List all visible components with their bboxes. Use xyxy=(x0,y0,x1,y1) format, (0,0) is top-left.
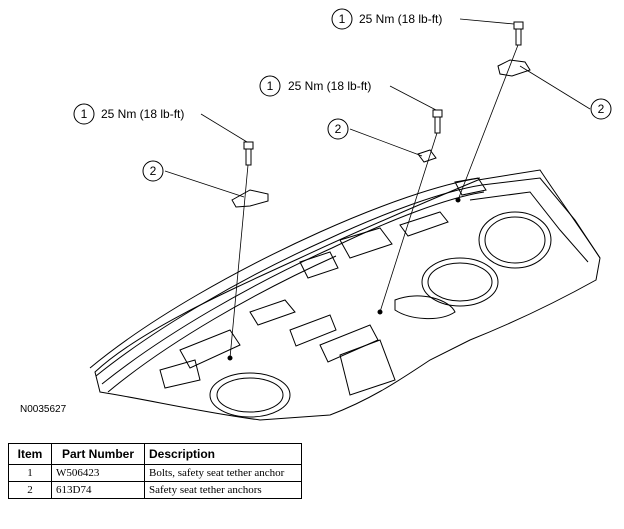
callout-number: 2 xyxy=(598,102,605,116)
callout-label: 25 Nm (18 lb-ft) xyxy=(359,12,442,26)
callout-2-left: 2 xyxy=(142,160,164,182)
header-part-number: Part Number xyxy=(51,443,145,465)
callout-number: 1 xyxy=(81,107,88,121)
callout-number: 1 xyxy=(267,79,274,93)
figure-id: N0035627 xyxy=(20,404,67,415)
cell-description: Bolts, safety seat tether anchor xyxy=(144,464,302,482)
callout-number: 2 xyxy=(335,122,342,136)
anchor-left xyxy=(231,189,269,208)
speaker-opening-center xyxy=(421,257,499,307)
speaker-opening-left xyxy=(209,372,291,418)
parts-table-header: Item Part Number Description xyxy=(8,443,302,465)
cell-item: 2 xyxy=(8,481,52,499)
anchor-middle xyxy=(417,149,437,163)
header-item: Item xyxy=(8,443,52,465)
bolt-right xyxy=(513,21,524,30)
anchor-right xyxy=(497,59,531,77)
table-row: 2 613D74 Safety seat tether anchors xyxy=(8,481,302,499)
bolt-left xyxy=(243,141,254,150)
table-row: 1 W506423 Bolts, safety seat tether anch… xyxy=(8,464,302,482)
parts-table: Item Part Number Description 1 W506423 B… xyxy=(8,443,302,499)
cell-part-number: W506423 xyxy=(51,464,145,482)
callout-label: 25 Nm (18 lb-ft) xyxy=(288,79,371,93)
callout-number: 2 xyxy=(150,164,157,178)
speaker-opening-right xyxy=(478,211,552,269)
callout-1-middle: 1 25 Nm (18 lb-ft) xyxy=(259,75,371,97)
callout-1-left: 1 25 Nm (18 lb-ft) xyxy=(73,103,184,125)
package-tray-outline xyxy=(94,169,601,421)
exploded-view-diagram: 1 25 Nm (18 lb-ft) 1 25 Nm (18 lb-ft) 1 … xyxy=(73,8,612,421)
callout-1-right: 1 25 Nm (18 lb-ft) xyxy=(331,8,442,30)
callout-2-middle: 2 xyxy=(327,118,349,140)
cell-item: 1 xyxy=(8,464,52,482)
callout-label: 25 Nm (18 lb-ft) xyxy=(101,107,184,121)
cell-description: Safety seat tether anchors xyxy=(144,481,302,499)
cell-part-number: 613D74 xyxy=(51,481,145,499)
bolt-middle xyxy=(432,109,443,118)
callout-2-right: 2 xyxy=(590,98,612,120)
callout-number: 1 xyxy=(339,12,346,26)
tray-front-edge xyxy=(89,177,481,369)
header-description: Description xyxy=(144,443,302,465)
